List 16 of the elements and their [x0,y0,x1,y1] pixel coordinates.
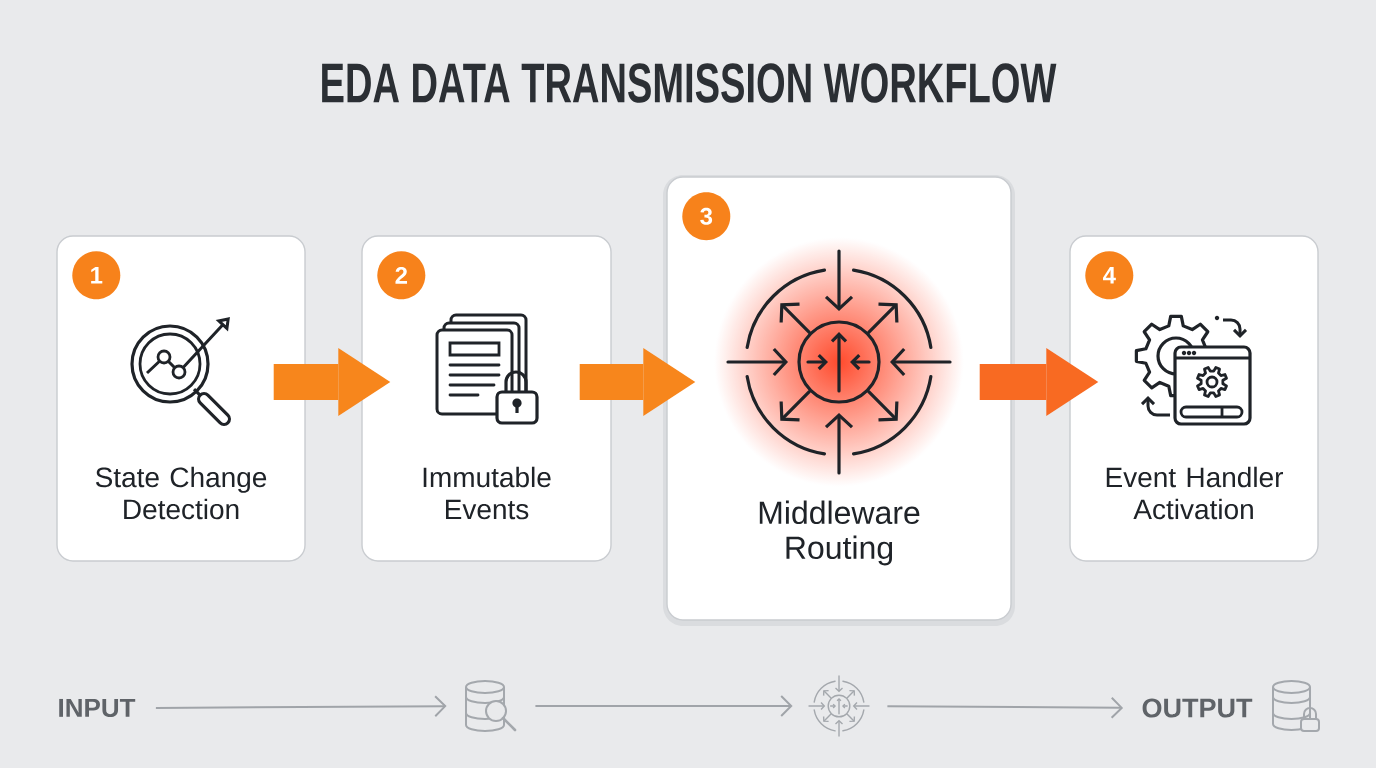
block-arrow [979,348,1099,416]
arrow [534,695,793,717]
flow-label: INPUT [59,698,136,718]
flow-label: OUTPUT [1142,698,1253,718]
number-badge: 2 [377,251,426,300]
number-badge: 4 [1085,251,1134,300]
block-arrow [579,348,696,416]
arrows-circle-icon [808,675,870,737]
number-badge: 3 [682,192,731,241]
arrow [154,695,447,718]
title: EDA DATA TRANSMISSION WORKFLOW [322,63,1057,103]
number-badge: 1 [72,251,121,300]
database-lock-icon [1272,680,1320,732]
block-arrow [273,348,391,416]
database-search-icon [465,680,517,732]
arrow [886,696,1124,719]
